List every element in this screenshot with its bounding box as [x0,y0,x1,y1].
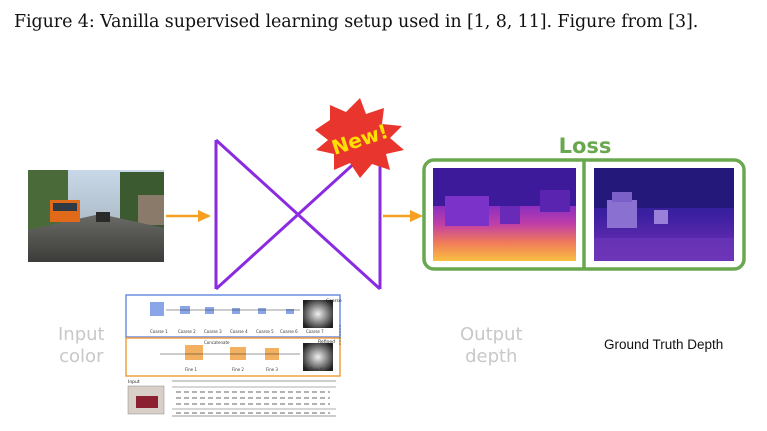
predicted-depth-map [433,168,576,261]
output-arrow [383,210,423,222]
new-badge: New! [315,98,404,178]
input-color-image [28,170,164,262]
loss-frame [422,158,746,271]
fine-label-3: Fine 3 [266,367,278,372]
coarse-label-7: Coarse 7 [306,329,324,334]
output-depth-label-line2: depth [465,346,518,367]
fine-label-2: Fine 2 [232,367,244,372]
ground-truth-depth-map [594,168,734,261]
coarse-label-4: Coarse 4 [230,329,248,334]
fine-label-4: Fine 4 [310,367,322,372]
input-color-label-line2: color [59,346,104,367]
coarse-label-3: Coarse 3 [204,329,222,334]
output-depth-label-line1: Output [460,324,523,345]
fine-label-1: Fine 1 [185,367,197,372]
output-depth-label: Output depth [460,324,523,368]
concatenate-label: Concatenate [204,340,230,345]
coarse-label-5: Coarse 5 [256,329,274,334]
ground-truth-label: Ground Truth Depth [604,337,724,352]
figure-caption: Figure 4: Vanilla supervised learning se… [14,12,699,32]
coarse-title: Coarse [326,298,342,304]
input-arrow [166,210,211,222]
coarse-label-6: Coarse 6 [280,329,298,334]
layer-table [172,380,336,417]
architecture-inset: Coarse Coarse 1 Coarse 2 Coarse 3 Coarse… [125,294,342,417]
coarse-label-2: Coarse 2 [178,329,196,334]
inset-input-title: Input [128,379,140,385]
refined-title: Refined [318,339,335,345]
loss-label: Loss [559,134,612,158]
input-color-label-line1: Input [58,324,105,345]
coarse-label-1: Coarse 1 [150,329,168,334]
input-color-label: Input color [58,324,105,368]
